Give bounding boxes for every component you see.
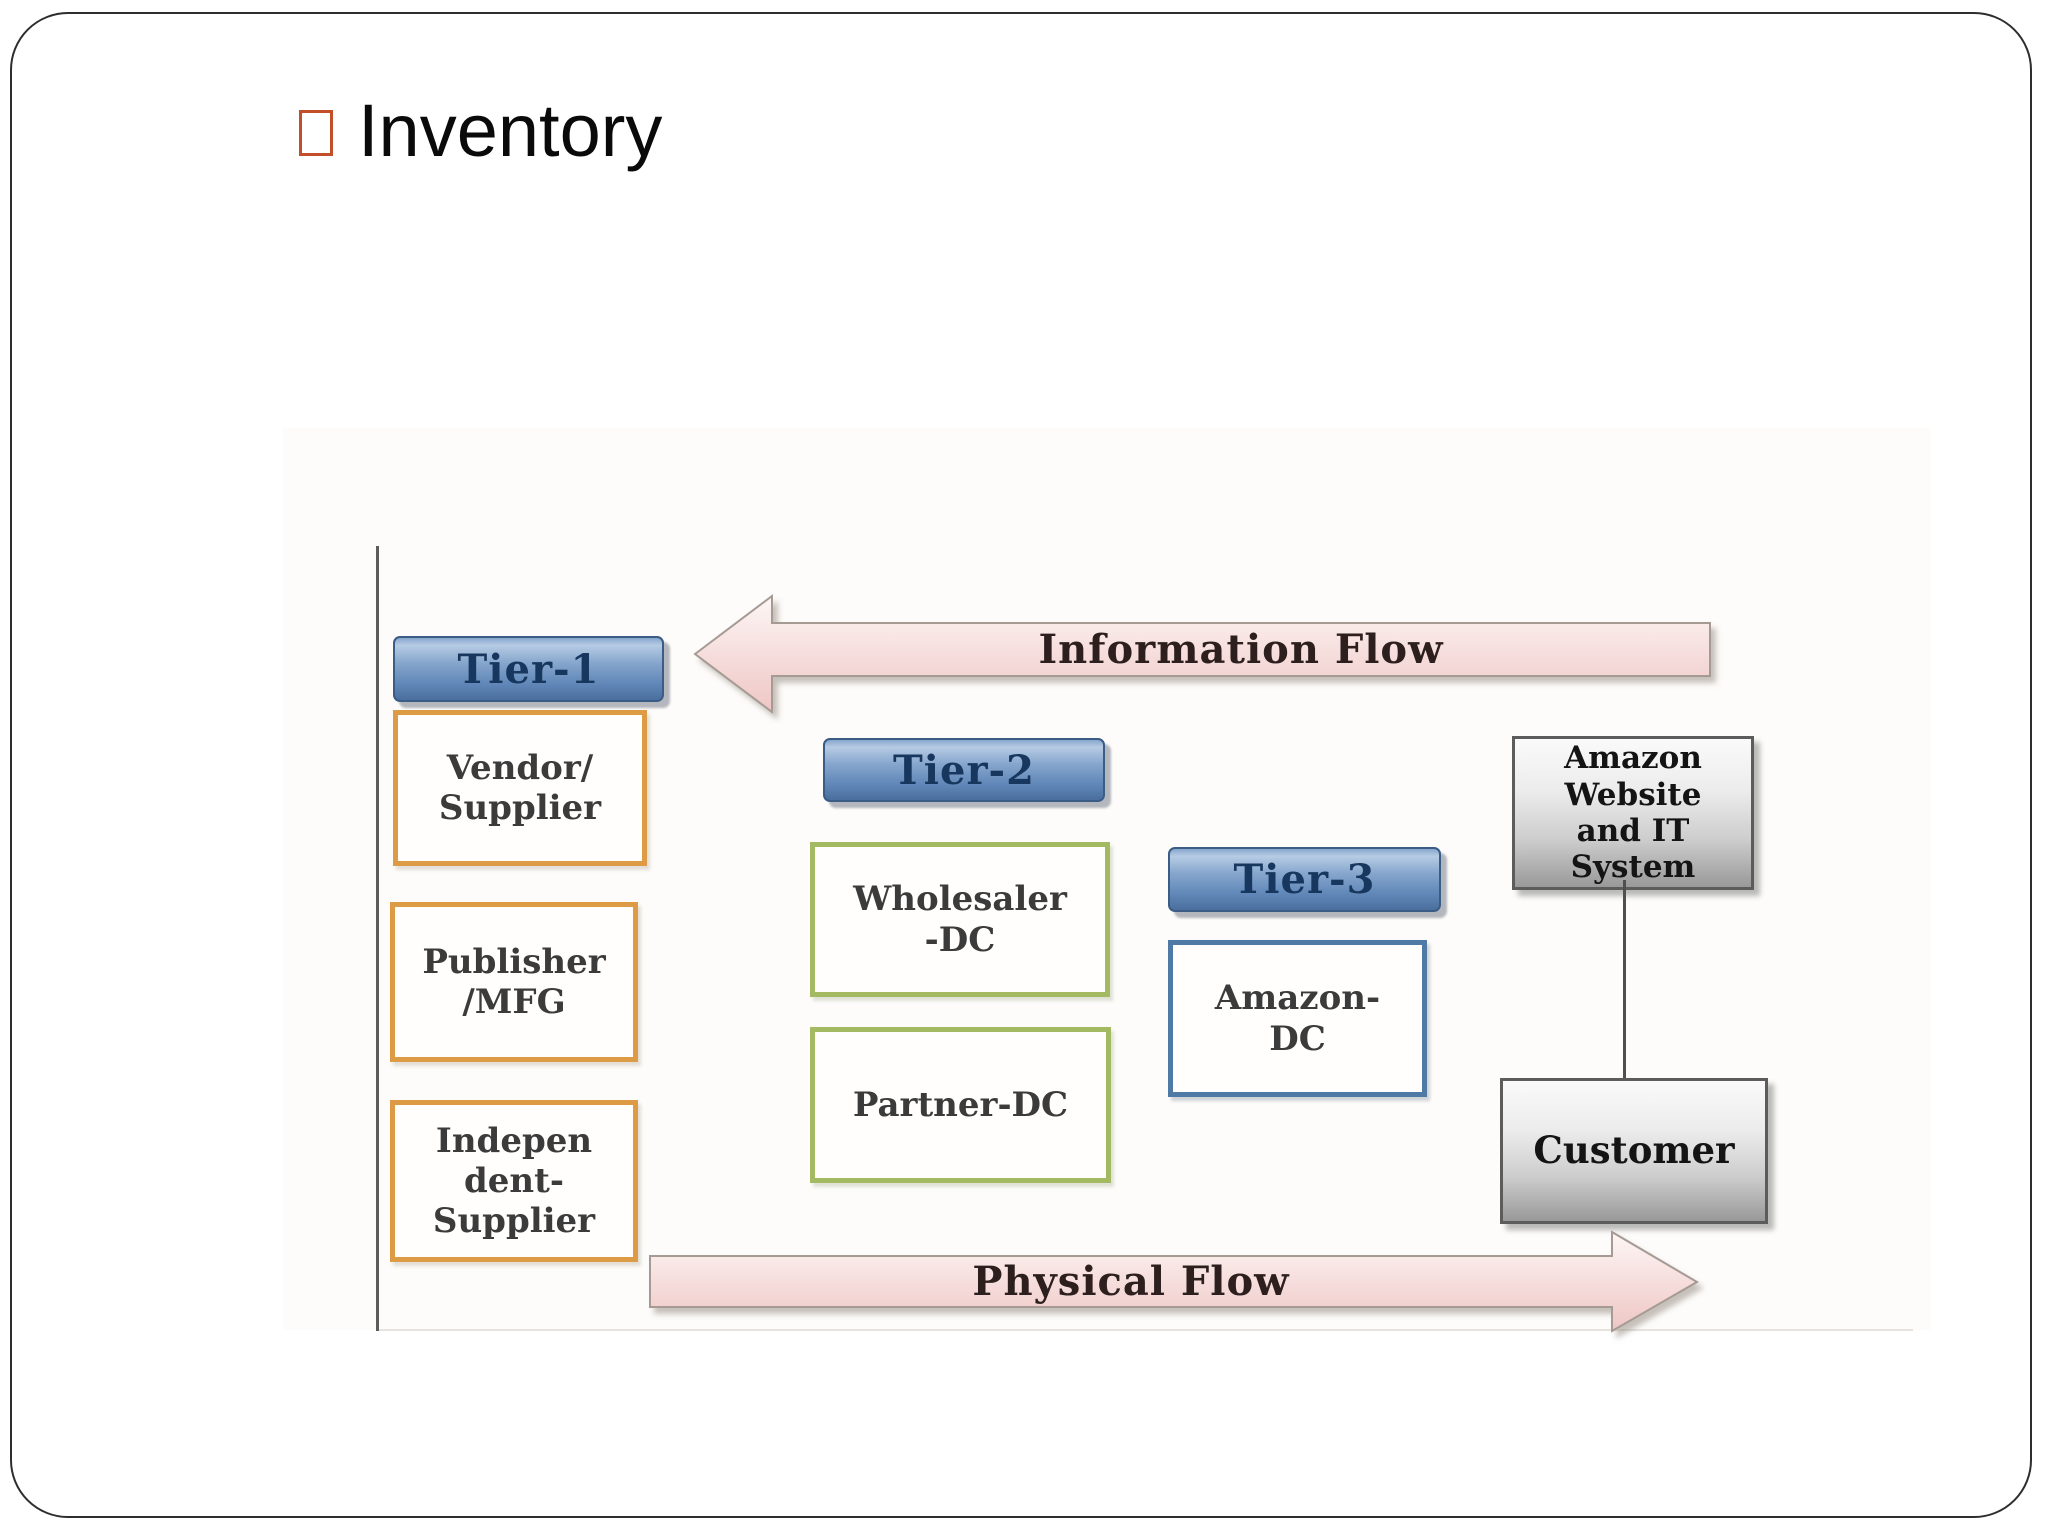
box-label-line: Partner-DC: [852, 1084, 1069, 1125]
box-label-line: Wholesaler: [853, 879, 1067, 920]
bullet-icon: [299, 110, 333, 156]
independent-supplier-box: Indepen dent- Supplier: [390, 1100, 638, 1262]
box-label-line: dent-: [464, 1160, 564, 1201]
tier-2-button: Tier-2: [823, 738, 1105, 802]
page-title: Inventory: [358, 89, 663, 172]
box-label-line: Indepen: [435, 1120, 593, 1161]
publisher-mfg-box: Publisher /MFG: [390, 902, 638, 1062]
box-label-line: Publisher: [422, 941, 606, 982]
tier-3-button: Tier-3: [1168, 847, 1441, 912]
diagram-left-axis-line: [376, 546, 379, 1331]
box-label-line: -DC: [924, 919, 996, 960]
box-label-line: DC: [1269, 1018, 1326, 1059]
diagram-bottom-edge-line: [377, 1329, 1913, 1331]
physical-flow-label: Physical Flow: [972, 1258, 1290, 1305]
box-label-line: /MFG: [462, 982, 566, 1022]
partner-dc-box: Partner-DC: [810, 1027, 1111, 1183]
vendor-supplier-box: Vendor/ Supplier: [393, 710, 647, 866]
box-label-line: System: [1570, 849, 1696, 886]
website-to-customer-connector: [1623, 880, 1626, 1080]
physical-flow-arrow: [649, 1230, 1699, 1333]
box-label-line: Supplier: [438, 788, 602, 828]
box-label-line: Website: [1564, 776, 1702, 813]
customer-box: Customer: [1500, 1078, 1768, 1224]
information-flow-label: Information Flow: [1038, 626, 1444, 673]
box-label-line: Amazon-: [1214, 978, 1381, 1019]
amazon-website-box: Amazon Website and IT System: [1512, 736, 1754, 890]
wholesaler-dc-box: Wholesaler -DC: [810, 842, 1110, 997]
amazon-dc-box: Amazon- DC: [1168, 940, 1427, 1097]
box-label-line: Customer: [1533, 1128, 1735, 1173]
box-label-line: Vendor/: [446, 747, 594, 788]
tier-2-label: Tier-2: [893, 746, 1035, 794]
box-label-line: Amazon: [1564, 740, 1702, 777]
tier-1-label: Tier-1: [457, 645, 600, 693]
tier-3-label: Tier-3: [1233, 856, 1376, 903]
box-label-line: and IT: [1576, 813, 1690, 849]
tier-1-button: Tier-1: [393, 636, 664, 702]
information-flow-arrow: [693, 593, 1711, 715]
box-label-line: Supplier: [432, 1201, 596, 1242]
